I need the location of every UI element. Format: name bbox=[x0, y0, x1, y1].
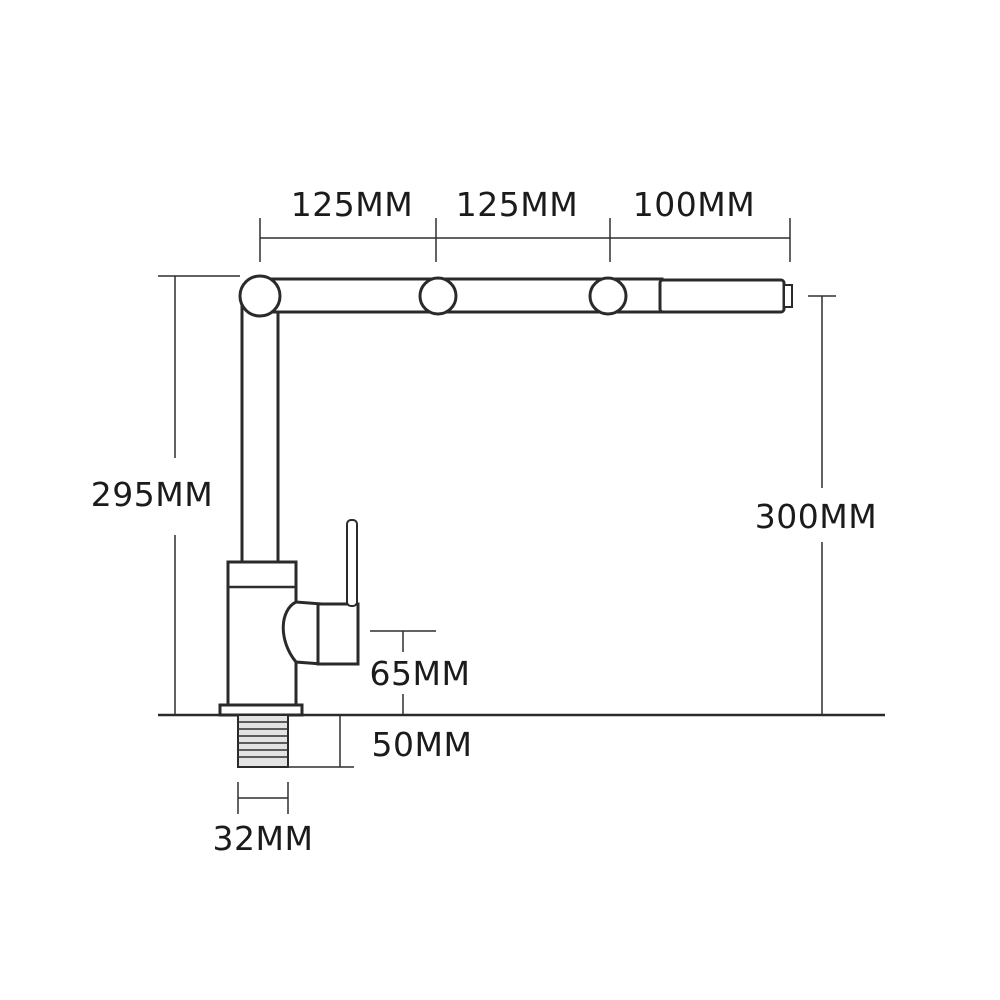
handle-lever bbox=[346, 519, 358, 607]
swivel-joint-2 bbox=[418, 276, 458, 316]
base-flange bbox=[218, 703, 304, 717]
arm-segment-1-label: 125MM bbox=[291, 185, 413, 224]
arm-segment-2-label: 125MM bbox=[456, 185, 578, 224]
arm-dimension-line bbox=[259, 218, 791, 262]
thread-diameter-dimension-line bbox=[237, 782, 289, 814]
spout-height-label: 300MM bbox=[755, 497, 877, 536]
spout-nozzle bbox=[783, 284, 793, 308]
handle-housing bbox=[281, 600, 324, 666]
arm-segment-1 bbox=[258, 277, 440, 314]
spout-height-dimension-line bbox=[808, 295, 836, 715]
threaded-shank bbox=[237, 714, 289, 768]
faucet-drawing bbox=[218, 274, 793, 768]
thread-lines bbox=[238, 721, 288, 758]
swivel-joint-3 bbox=[588, 276, 628, 316]
handle-lever-block bbox=[316, 602, 360, 666]
swivel-joint-1 bbox=[238, 274, 282, 318]
spout-tip bbox=[658, 278, 786, 314]
body-height-label: 295MM bbox=[91, 475, 213, 514]
vertical-riser-pipe bbox=[240, 294, 280, 566]
thread-length-dimension-line bbox=[288, 715, 354, 768]
arm-segment-3-label: 100MM bbox=[633, 185, 755, 224]
body-height-dimension-line bbox=[158, 275, 240, 715]
handle-height-dimension-line bbox=[370, 630, 436, 715]
thread-length-label: 50MM bbox=[372, 725, 473, 764]
thread-diameter-label: 32MM bbox=[213, 819, 314, 858]
arm-segment-2 bbox=[436, 277, 610, 314]
handle-height-label: 65MM bbox=[370, 654, 471, 693]
